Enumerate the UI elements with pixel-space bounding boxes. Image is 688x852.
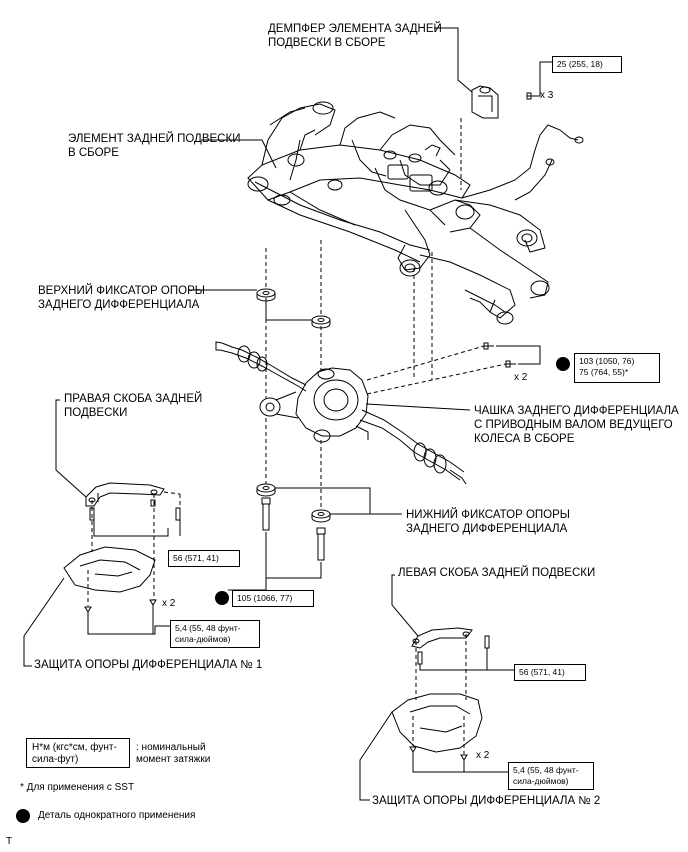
damper-bolt-count: x 3	[540, 90, 554, 101]
leader-lines	[23, 27, 552, 801]
protector-1-bolt-count: x 2	[162, 598, 176, 609]
lower-stoppers-drawing	[256, 483, 331, 561]
protector-2-drawing	[391, 693, 483, 761]
differential-carrier-drawing	[215, 341, 516, 485]
legend-units-box: Н*м (кгс*см, фунт- сила-фут)	[26, 738, 130, 768]
legend-sst-note: * Для применения с SST	[20, 782, 135, 793]
torque-56-left-box: 56 (571, 41)	[514, 664, 586, 681]
member-label: ЭЛЕМЕНТ ЗАДНЕЙ ПОДВЕСКИ В СБОРЕ	[68, 133, 241, 159]
alignment-lines	[87, 118, 507, 754]
damper-label: ДЕМПФЕР ЭЛЕМЕНТА ЗАДНЕЙ ПОДВЕСКИ В СБОРЕ	[268, 23, 442, 49]
protector-2-label: ЗАЩИТА ОПОРЫ ДИФФЕРЕНЦИАЛА № 2	[372, 795, 601, 807]
rear-suspension-member-drawing	[247, 101, 584, 325]
upper-stoppers-drawing	[256, 288, 331, 329]
legend-non-reusable: Деталь однократного применения	[38, 810, 196, 821]
upper-stopper-label: ВЕРХНИЙ ФИКСАТОР ОПОРЫ ЗАДНЕГО ДИФФЕРЕНЦ…	[38, 285, 205, 311]
torque-54-right-box: 5,4 (55, 48 фунт- сила-дюймов)	[170, 620, 260, 648]
torque-103-box: 103 (1050, 76) 75 (764, 55)*	[574, 353, 660, 383]
torque-56-right-box: 56 (571, 41)	[168, 550, 240, 567]
carrier-bolt-count: x 2	[514, 372, 528, 383]
left-bracket-label: ЛЕВАЯ СКОБА ЗАДНЕЙ ПОДВЕСКИ	[398, 567, 596, 579]
carrier-label: ЧАШКА ЗАДНЕГО ДИФФЕРЕНЦИАЛА С ПРИВОДНЫМ …	[474, 405, 679, 445]
torque-54-left-box: 5,4 (55, 48 фунт- сила-дюймов)	[508, 762, 594, 790]
protector-1-drawing	[63, 546, 157, 613]
damper-drawing	[471, 85, 536, 119]
corner-mark: T	[6, 836, 13, 847]
torque-105-box: 105 (1066, 77)	[232, 590, 314, 607]
lower-stopper-label: НИЖНИЙ ФИКСАТОР ОПОРЫ ЗАДНЕГО ДИФФЕРЕНЦИ…	[406, 509, 570, 535]
left-bracket-drawing	[411, 627, 490, 665]
non-reusable-markers	[16, 357, 570, 823]
protector-1-label: ЗАЩИТА ОПОРЫ ДИФФЕРЕНЦИАЛА № 1	[34, 659, 263, 671]
right-bracket-label: ПРАВАЯ СКОБА ЗАДНЕЙ ПОДВЕСКИ	[64, 393, 203, 419]
right-bracket-drawing	[85, 482, 181, 521]
torque-25-box: 25 (255, 18)	[552, 56, 622, 73]
protector-2-bolt-count: x 2	[476, 750, 490, 761]
legend-units-description: : номинальный момент затяжки	[136, 742, 211, 765]
